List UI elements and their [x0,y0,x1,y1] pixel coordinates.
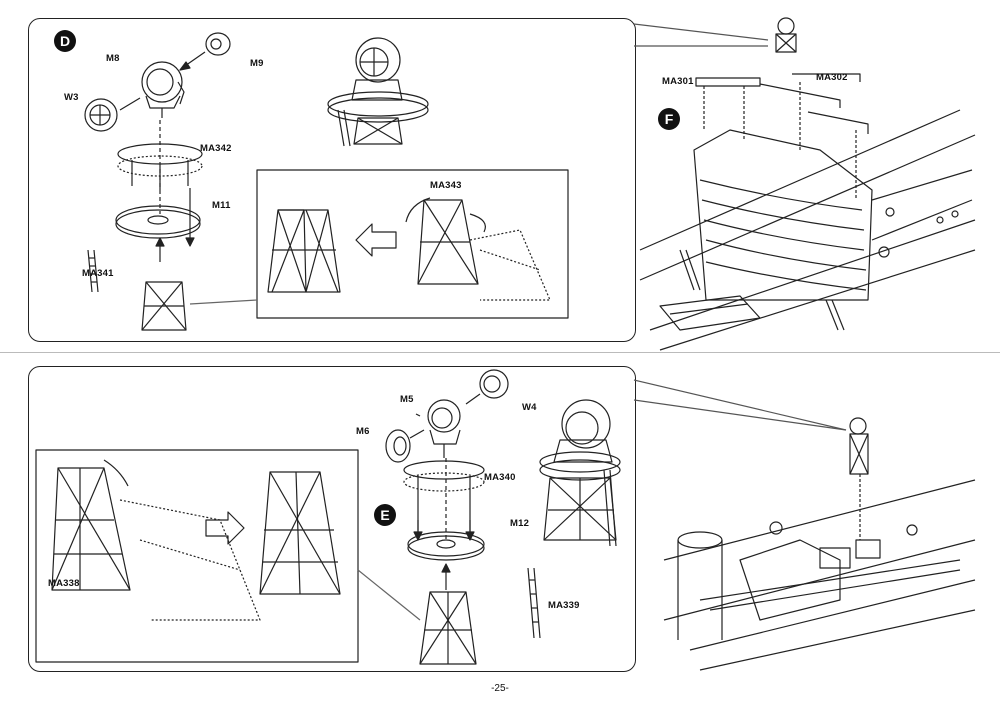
inset-box-e [35,449,359,663]
part-ma339-ladder [527,567,541,639]
step-e-panel [28,366,636,672]
part-m5-searchlight [415,399,461,458]
part-label-m11: M11 [212,200,231,211]
tower-flat-d [405,197,551,301]
step-badge-e: E [374,504,396,526]
inset-box-d [256,169,569,319]
tower-assembled-e [259,471,341,595]
part-m9-lens [205,32,231,56]
part-d-tower-base [141,281,187,331]
assembled-tower-e [539,399,621,547]
page-number: -25- [491,683,509,694]
part-label-ma339: MA339 [548,600,580,611]
part-label-m6: M6 [356,426,370,437]
ship-bridge-f [639,17,976,351]
part-m11-platform [115,205,201,239]
callout-lines-top [633,23,769,47]
ship-deck-e [663,417,976,671]
part-label-w3: W3 [64,92,79,103]
part-label-ma340: MA340 [484,472,516,483]
step-badge-d: D [54,30,76,52]
part-ma341-ladder [87,249,99,293]
part-m8-searchlight [141,61,185,118]
part-label-m9: M9 [250,58,264,69]
part-label-ma341: MA341 [82,268,114,279]
step-badge-f: F [658,108,680,130]
part-label-ma302: MA302 [816,72,848,83]
part-e-tower-base [419,591,477,665]
arrow-right-e [205,511,245,545]
part-label-m5: M5 [400,394,414,405]
callout-lines-bottom [633,379,847,431]
part-w4-lens [479,369,509,399]
part-ma340-railing [403,460,485,540]
part-label-w4: W4 [522,402,537,413]
part-label-ma342: MA342 [200,143,232,154]
tower-assembled-d [267,209,341,293]
part-label-m8: M8 [106,53,120,64]
page-divider [0,352,1000,353]
tower-flat-e [51,459,261,621]
part-label-ma338: MA338 [48,578,80,589]
step-d-panel [28,18,636,342]
arrow-left-d [355,223,397,257]
part-label-m12: M12 [510,518,530,529]
part-w3-lens [84,98,118,132]
part-label-ma301: MA301 [662,76,694,87]
assembled-searchlight-d [327,37,429,147]
part-label-ma343: MA343 [430,180,462,191]
part-m6-lens [385,429,411,463]
